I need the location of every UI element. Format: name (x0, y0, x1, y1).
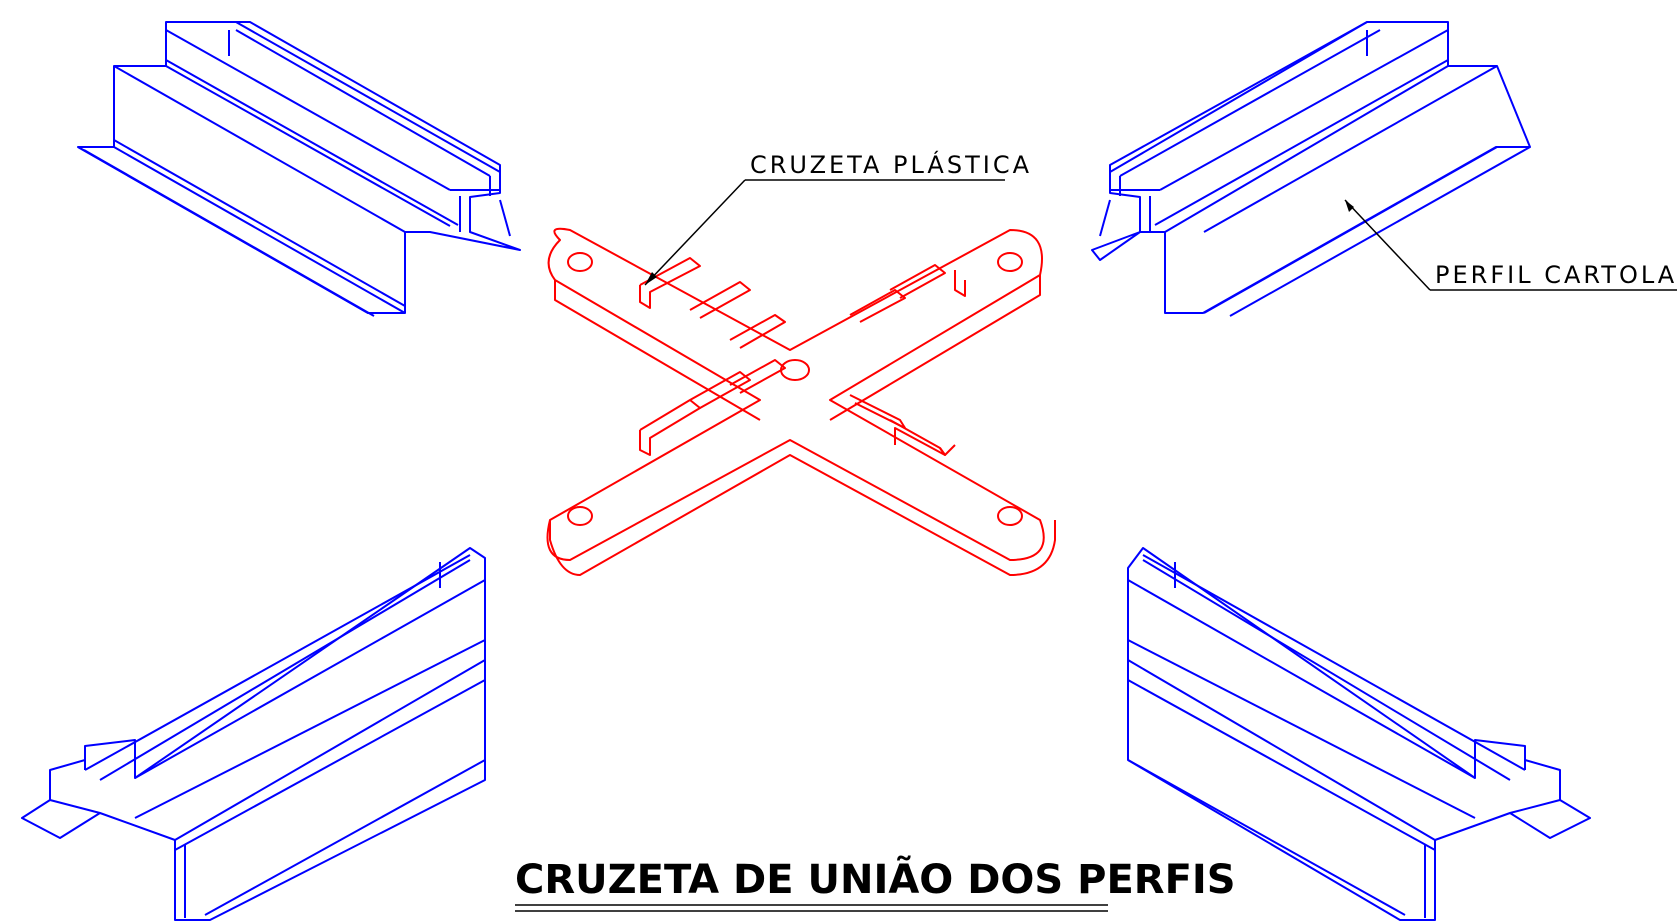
cruzeta-plastica (546, 227, 1056, 576)
leader-cruzeta (644, 179, 746, 286)
profile-bottom-left (21, 547, 486, 921)
profile-bottom-right (1127, 547, 1591, 921)
leader-perfil (1344, 199, 1431, 291)
profile-top-left (77, 21, 521, 317)
label-perfil-cartola: PERFIL CARTOLA (1435, 261, 1677, 289)
arrowhead-cruzeta (645, 272, 657, 285)
leader-lines (515, 179, 1677, 912)
drawing-title: CRUZETA DE UNIÃO DOS PERFIS (515, 854, 1236, 903)
arrowhead-perfil (1345, 200, 1354, 212)
label-cruzeta-plastica: CRUZETA PLÁSTICA (750, 150, 1032, 179)
profile-top-right (1091, 21, 1531, 317)
